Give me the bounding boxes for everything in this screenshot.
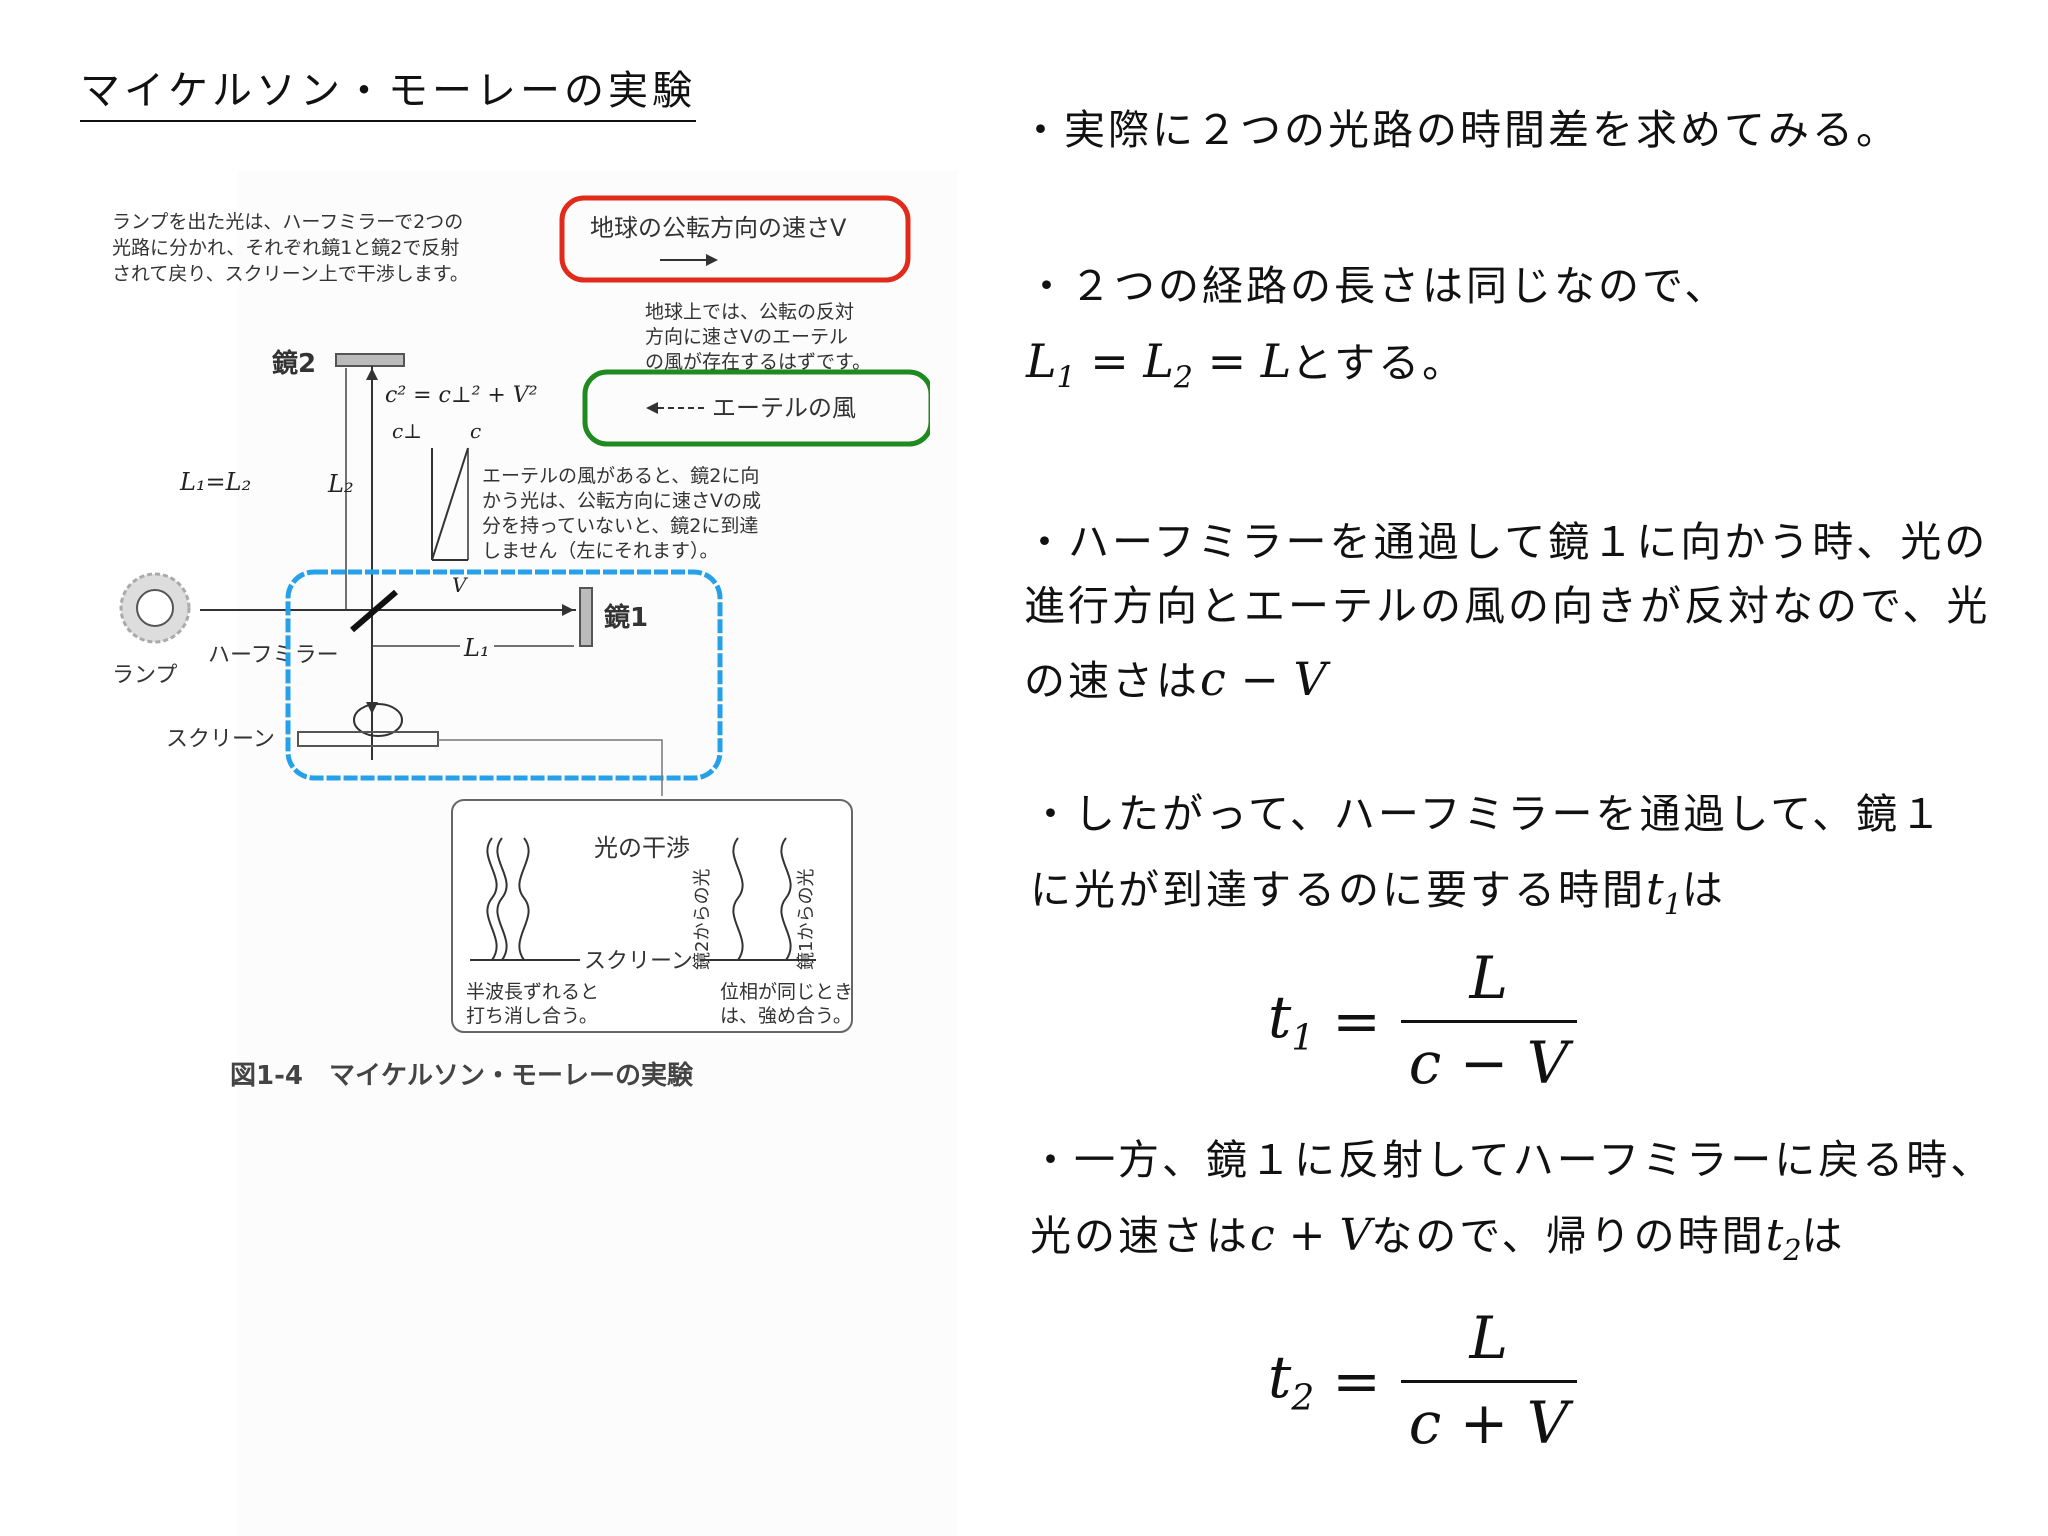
earth-velocity-label: 地球の公転方向の速さV (590, 214, 847, 242)
half-mirror-label: ハーフミラー (208, 643, 339, 668)
wind-note-1: エーテルの風があると、鏡2に向 (482, 465, 759, 487)
wave-cancel-2 (518, 837, 530, 961)
apparatus-box (285, 569, 723, 781)
c-label: c (470, 419, 481, 443)
half-mirror (350, 589, 398, 633)
caption-line-3: されて戻り、スクリーン上で干渉します。 (112, 263, 469, 285)
speed-c-minus-v: c − V (1200, 652, 1327, 706)
wind-note-2: かう光は、公転方向に速さVの成 (482, 490, 761, 512)
mirror2-label: 鏡2 (272, 348, 316, 379)
t2-symbol: t2 (1765, 1210, 1802, 1267)
mirror2 (335, 353, 405, 367)
from-mirror1-label: 鏡1からの光 (796, 869, 817, 970)
l-equal-label: L₁=L₂ (179, 468, 251, 496)
l1-label: L₁ (463, 634, 490, 662)
wave-reinforce-1 (732, 837, 744, 961)
beam-right-arrow (562, 604, 574, 616)
ether-wind-box (582, 369, 930, 447)
wind-note-4: しません（左にそれます）。 (482, 540, 719, 562)
earth-note-3: の風が存在するはずです。 (645, 351, 871, 373)
para-3-line-3: の速さはc − V (1024, 652, 1327, 706)
para-3-line-2: 進行方向とエーテルの風の向きが反対なので、光 (1024, 582, 1991, 630)
lamp-icon (119, 572, 191, 644)
para-5-line-2: 光の速さはc + Vなので、帰りの時間t2は (1030, 1210, 1846, 1267)
earth-velocity-box (559, 195, 911, 283)
para-3-line-1: ・ハーフミラーを通過して鏡１に向かう時、光の (1024, 518, 1989, 566)
wind-note-3: 分を持っていないと、鏡2に到達 (482, 515, 758, 537)
screen-spot (353, 703, 403, 737)
screen-label: スクリーン (166, 727, 275, 752)
earth-arrowhead (706, 254, 718, 266)
c-perp-label: c⊥ (392, 419, 422, 443)
lamp-label: ランプ (112, 663, 177, 688)
para-4-line-2: に光が到達するのに要する時間t1は (1030, 864, 1726, 921)
reinforce-line-2: は、強め合う。 (720, 1005, 852, 1027)
inset-screen-label: スクリーン (584, 949, 693, 974)
t1-symbol: t1 (1646, 864, 1682, 921)
para-4-line-1: ・したがって、ハーフミラーを通過して、鏡１ (1030, 790, 1945, 838)
cancel-line-2: 打ち消し合う。 (466, 1005, 598, 1027)
v-label: V (452, 573, 469, 597)
para-2-line-2: L1 = L2 = Lとする。 (1026, 334, 1467, 396)
screen (297, 731, 439, 747)
c-vector (431, 447, 469, 561)
l2-label: L₂ (327, 470, 354, 498)
inset-connector (438, 739, 663, 796)
michelson-morley-figure: ランプを出た光は、ハーフミラーで2つの 光路に分かれ、それぞれ鏡1と鏡2で反射 … (112, 195, 930, 1091)
beam-up-arrow (366, 368, 378, 380)
cancel-line-1: 半波長ずれると (466, 981, 599, 1003)
para-2-line-1: ・２つの経路の長さは同じなので、 (1026, 262, 1729, 310)
wave-cancel-1 (486, 837, 508, 961)
earth-note-1: 地球上では、公転の反対 (645, 301, 854, 323)
mirror1 (579, 587, 593, 647)
interference-label: 光の干渉 (594, 834, 690, 862)
para-1: ・実際に２つの光路の時間差を求めてみる。 (1020, 106, 1900, 154)
earth-note-2: 方向に速さVのエーテル (645, 326, 848, 348)
c-equation: c² = c⊥² + V² (385, 383, 538, 408)
speed-c-plus-v: c + V (1250, 1210, 1372, 1261)
ether-wind-label: エーテルの風 (712, 394, 856, 422)
reinforce-line-1: 位相が同じとき (720, 981, 853, 1003)
from-mirror2-label: 鏡2からの光 (692, 869, 713, 970)
mirror1-label: 鏡1 (604, 602, 648, 633)
caption-line-2: 光路に分かれ、それぞれ鏡1と鏡2で反射 (112, 237, 459, 259)
caption-line-1: ランプを出た光は、ハーフミラーで2つの (112, 211, 463, 233)
wind-arrowhead (646, 402, 658, 414)
page-title: マイケルソン・モーレーの実験 (80, 58, 696, 122)
figure-caption: 図1-4 マイケルソン・モーレーの実験 (230, 1060, 694, 1091)
para-5-line-1: ・一方、鏡１に反射してハーフミラーに戻る時、 (1030, 1136, 1995, 1184)
wave-reinforce-2 (780, 837, 792, 961)
interference-inset (451, 799, 853, 1033)
lengths-equation: L1 = L2 = L (1026, 334, 1292, 396)
